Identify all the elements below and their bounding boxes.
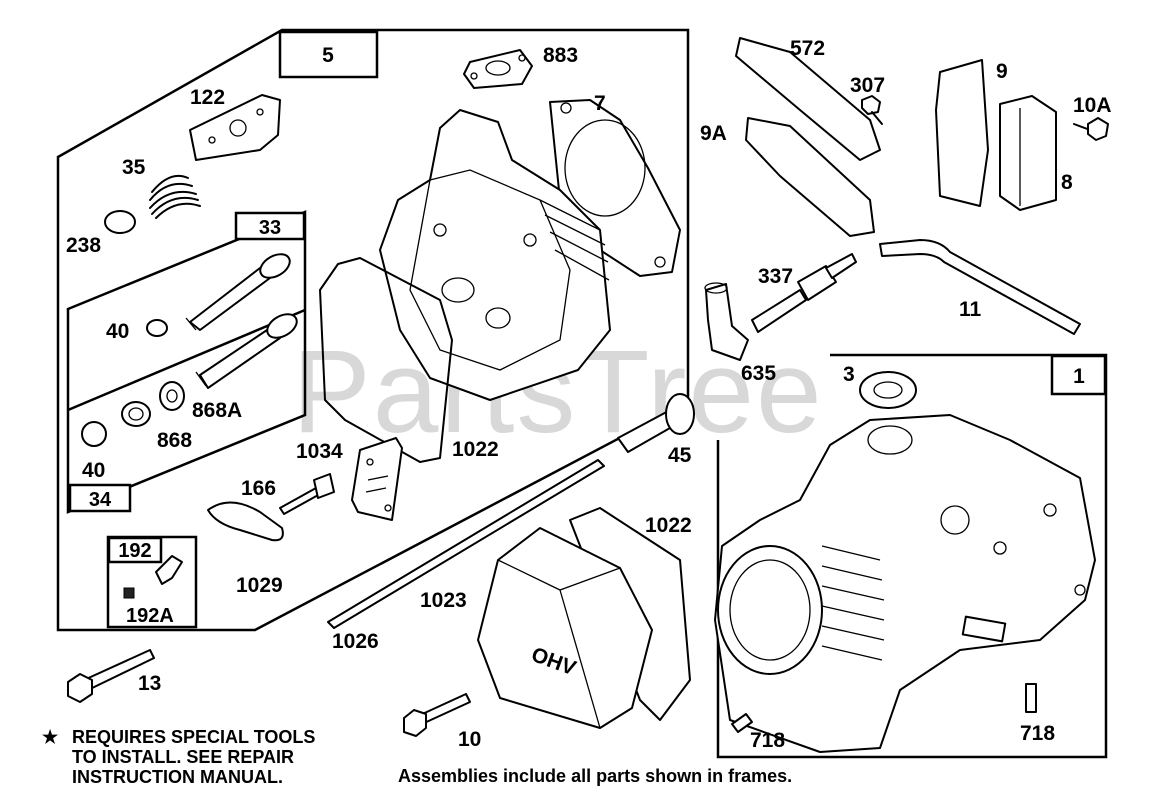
label-166: 166 (241, 477, 276, 500)
screw-10a-drawing (1073, 117, 1109, 141)
bolt-10-drawing (403, 693, 471, 737)
label-307: 307 (850, 74, 885, 97)
note-line-3: INSTRUCTION MANUAL. (72, 767, 283, 787)
label-238: 238 (66, 234, 101, 257)
label-9a: 9A (700, 122, 727, 145)
label-635: 635 (741, 362, 776, 385)
tube-11-drawing (879, 239, 1081, 335)
washer-868a-drawing (159, 381, 185, 411)
spring-35-drawing (149, 174, 201, 219)
frame-valves: 33 34 (66, 210, 307, 514)
valve-cover-1023-drawing: OHV (477, 527, 653, 729)
label-45: 45 (668, 444, 692, 467)
plate-1034-drawing (351, 437, 403, 521)
gasket-572-drawing (735, 37, 881, 161)
spark-plug-337-drawing (751, 253, 857, 333)
guide-45-drawing (617, 393, 695, 453)
label-8: 8 (1061, 171, 1073, 194)
fitting-192-drawing (123, 555, 183, 599)
label-40-lower: 40 (82, 459, 105, 482)
boot-635-drawing (704, 282, 749, 361)
label-868: 868 (157, 429, 192, 452)
part-labels: 883 7 122 35 238 40 868A 868 40 1034 102… (66, 37, 1112, 752)
label-1029: 1029 (236, 574, 283, 597)
bolt-13-drawing (67, 649, 155, 703)
gasket-1022-upper-drawing (319, 257, 453, 463)
label-9: 9 (996, 60, 1008, 83)
plate-9a-drawing (745, 117, 875, 237)
crankcase-drawing (714, 414, 1096, 753)
gasket-1022-lower-drawing (569, 507, 691, 721)
label-10a: 10A (1073, 94, 1112, 117)
gasket-883-drawing (463, 49, 533, 89)
frame-label-33: 33 (259, 217, 281, 239)
spacer-122-drawing (189, 94, 281, 161)
special-tools-note: ★ REQUIRES SPECIAL TOOLS TO INSTALL. SEE… (42, 727, 315, 787)
label-1034: 1034 (296, 440, 343, 463)
frame-label-192: 192 (118, 540, 151, 562)
label-35: 35 (122, 156, 146, 179)
frame-label-34: 34 (89, 489, 112, 511)
label-10: 10 (458, 728, 481, 751)
breather-8-drawing (999, 95, 1057, 211)
frame-label-1: 1 (1073, 365, 1085, 388)
valve-exhaust-drawing (195, 313, 298, 389)
label-1023: 1023 (420, 589, 467, 612)
oil-seal-3-drawing (859, 371, 917, 409)
seal-868-drawing (121, 401, 151, 427)
gasket-9-drawing (935, 59, 989, 207)
label-13: 13 (138, 672, 161, 695)
label-1022-lower: 1022 (645, 514, 692, 537)
label-11: 11 (959, 298, 982, 321)
star-icon: ★ (42, 727, 59, 747)
label-3: 3 (843, 363, 855, 386)
label-40-upper: 40 (106, 320, 129, 343)
note-line-2: TO INSTALL. SEE REPAIR (72, 747, 294, 767)
frame-label-5: 5 (322, 44, 334, 67)
label-883: 883 (543, 44, 578, 67)
valve-intake-drawing (185, 253, 291, 331)
label-7: 7 (594, 92, 606, 115)
cylinder-head-drawing (379, 109, 611, 401)
cap-238-drawing (104, 210, 136, 234)
keeper-40-lower-drawing (81, 421, 107, 447)
label-1022-upper: 1022 (452, 438, 499, 461)
keeper-40-upper-drawing (146, 319, 168, 337)
frame-cylinder: 1 (716, 353, 1108, 759)
label-337: 337 (758, 265, 793, 288)
dowel-718-right-drawing (1025, 683, 1037, 713)
label-718-right: 718 (1020, 722, 1055, 745)
note-line-1: REQUIRES SPECIAL TOOLS (72, 727, 315, 747)
label-572: 572 (790, 37, 825, 60)
stud-166-drawing (279, 473, 335, 515)
pushrod-1026-drawing (327, 459, 605, 629)
dowel-718-left-drawing (731, 713, 753, 733)
rocker-arm-1029-drawing (207, 501, 284, 542)
label-1026: 1026 (332, 630, 379, 653)
assemblies-note: Assemblies include all parts shown in fr… (398, 766, 792, 786)
label-868a: 868A (192, 399, 242, 422)
label-718-left: 718 (750, 729, 785, 752)
label-122: 122 (190, 86, 225, 109)
label-192a: 192A (126, 605, 174, 627)
screw-307-drawing (861, 95, 883, 125)
frame-fitting: 192 (106, 535, 198, 629)
